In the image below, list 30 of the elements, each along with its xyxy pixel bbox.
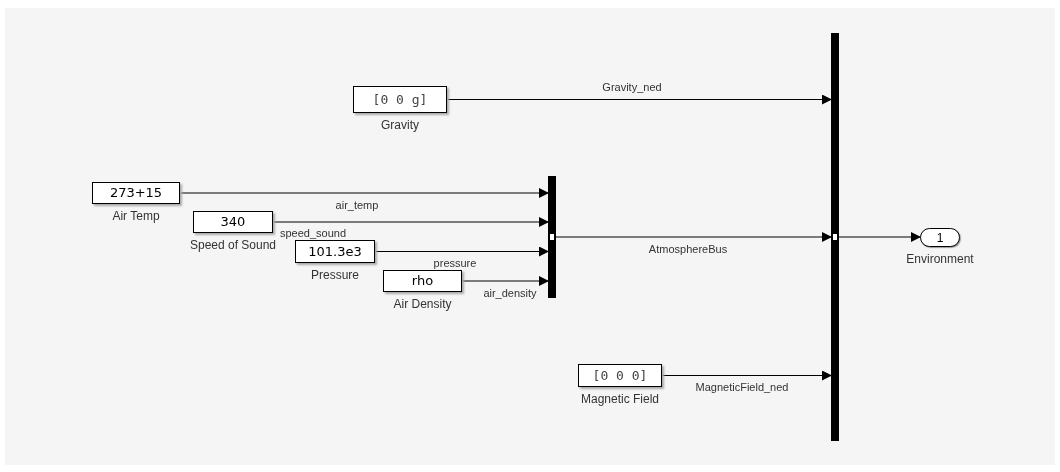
signal-arrow: [446, 94, 832, 105]
signal-arrow: [272, 217, 549, 227]
signal-arrow: [661, 370, 832, 381]
bus-creator-bar: [548, 176, 556, 298]
block-name: Speed of Sound: [189, 238, 277, 252]
signal-label: MagneticField_ned: [695, 381, 789, 394]
constant-block: 101.3e3: [295, 240, 375, 263]
block-name: Pressure: [311, 268, 359, 282]
signal-arrow: [374, 246, 549, 257]
constant-block: [0 0 g]: [353, 86, 447, 113]
signal-label: air_temp: [335, 199, 379, 212]
block-name: Magnetic Field: [581, 392, 659, 406]
block-name: Environment: [906, 252, 974, 266]
signal-label: air_density: [483, 287, 537, 300]
block-name: Air Temp: [112, 209, 160, 223]
constant-block: rho: [383, 270, 462, 292]
signal-arrow: [179, 188, 549, 198]
block-name: Air Density: [393, 297, 452, 311]
signal-label: Gravity_ned: [602, 81, 662, 94]
constant-block: [0 0 0]: [578, 364, 662, 387]
signal-arrow: [838, 232, 921, 242]
signal-label: pressure: [433, 257, 477, 270]
signal-label: AtmosphereBus: [648, 243, 728, 256]
constant-block: 340: [193, 211, 273, 233]
signal-label: speed_sound: [279, 227, 347, 240]
signal-arrow: [555, 232, 832, 242]
block-name: Gravity: [381, 118, 419, 132]
constant-block: 273+15: [92, 182, 180, 204]
signal-arrow: [461, 276, 549, 286]
bus-creator-bar: [831, 33, 839, 441]
